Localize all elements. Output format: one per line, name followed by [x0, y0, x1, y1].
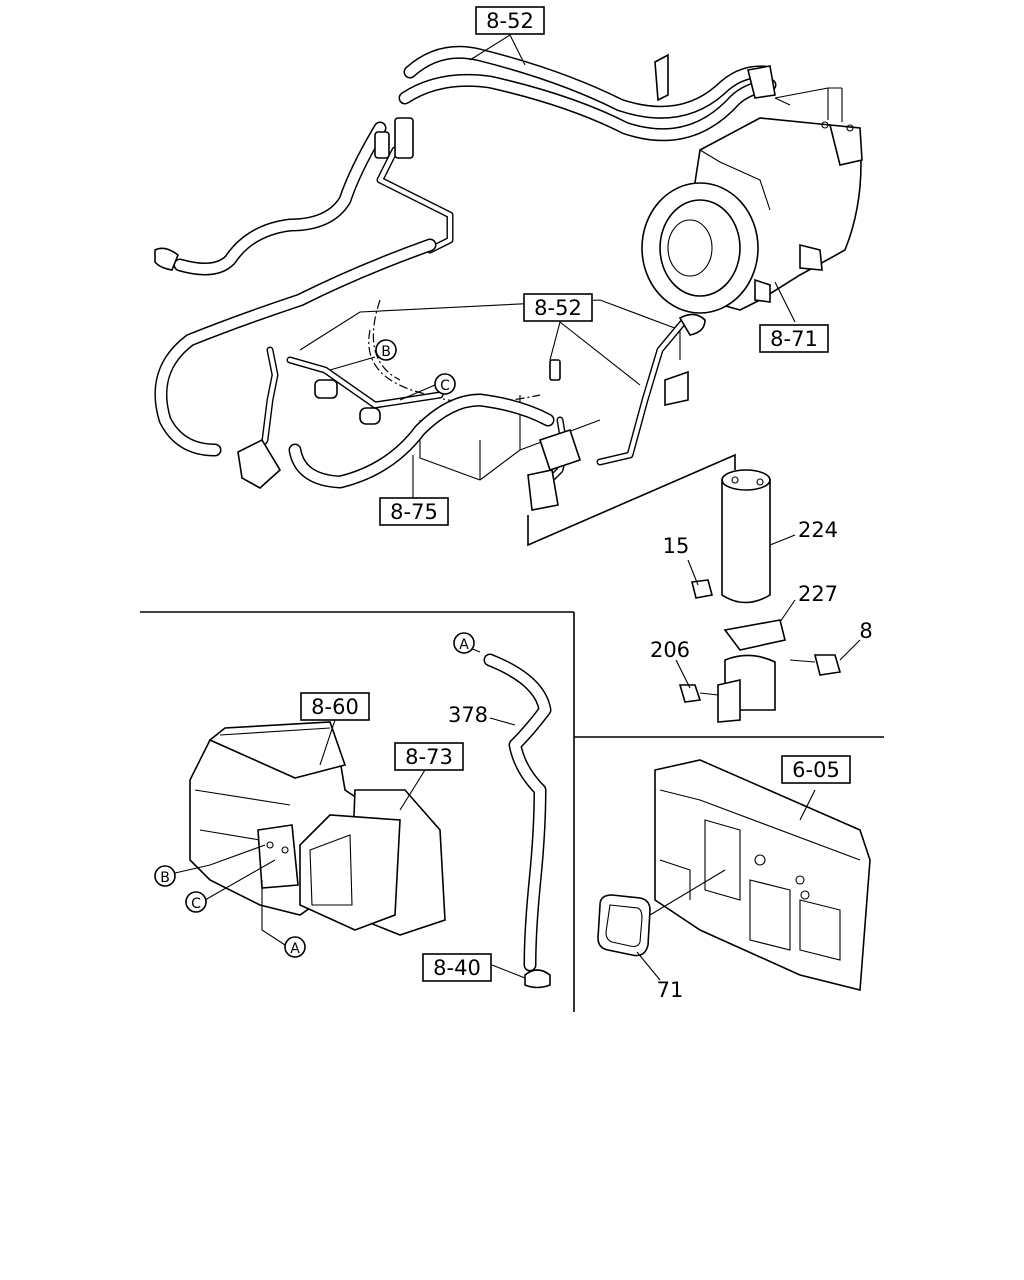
upper-hose-assembly	[154, 45, 777, 276]
ref-8-40-label: 8-40	[433, 956, 481, 980]
ref-8-73-label: 8-73	[405, 745, 453, 769]
connector-c-top: C	[434, 373, 456, 395]
drain-hose	[469, 647, 552, 989]
ref-8-71-label: 8-71	[770, 327, 818, 351]
heater-leaders	[174, 719, 426, 946]
connector-c-bottom: C	[185, 891, 207, 913]
suction-hose	[154, 238, 555, 489]
connector-c-bottom-label: C	[191, 896, 201, 912]
connector-b-top-label: B	[381, 344, 391, 360]
part-15-label: 15	[663, 534, 690, 558]
part-378-label: 378	[448, 703, 488, 727]
ref-box-8-73: 8-73	[394, 742, 464, 771]
ref-box-8-60: 8-60	[300, 692, 370, 721]
compressor	[641, 87, 863, 314]
ref-box-6-05: 6-05	[781, 755, 851, 784]
ref-8-52-top-label: 8-52	[486, 9, 534, 33]
heater-case	[189, 721, 446, 936]
ref-6-05-label: 6-05	[792, 758, 840, 782]
connector-a-bottom: A	[284, 936, 306, 958]
dryer-bracket-hardware	[678, 579, 842, 723]
ref-box-8-71: 8-71	[759, 324, 829, 353]
ref-8-60-label: 8-60	[311, 695, 359, 719]
part-71-label: 71	[657, 978, 684, 1002]
top-leaders	[329, 34, 861, 689]
connector-b-bottom-label: B	[160, 870, 170, 886]
ref-box-8-75: 8-75	[379, 497, 449, 526]
receiver-dryer	[527, 453, 771, 604]
ref-8-75-label: 8-75	[390, 500, 438, 524]
connector-a-top: A	[453, 632, 475, 654]
ref-8-52-mid-label: 8-52	[534, 296, 582, 320]
dash-panel	[644, 759, 871, 992]
ref-box-8-40: 8-40	[422, 953, 492, 982]
ref-box-8-52-top: 8-52	[475, 6, 545, 35]
connector-a-top-label: A	[459, 637, 469, 653]
ref-box-8-52-mid: 8-52	[523, 293, 593, 322]
section-dividers	[140, 611, 884, 1012]
liquid-line	[527, 313, 706, 511]
part-227-label: 227	[798, 582, 838, 606]
connector-b-bottom: B	[154, 865, 176, 887]
connector-a-bottom-label: A	[290, 941, 300, 957]
connector-c-top-label: C	[440, 378, 450, 394]
part-206-label: 206	[650, 638, 690, 662]
connector-b-top: B	[375, 339, 397, 361]
part-8-label: 8	[859, 619, 872, 643]
part-224-label: 224	[798, 518, 838, 542]
grommet-71	[597, 894, 661, 981]
